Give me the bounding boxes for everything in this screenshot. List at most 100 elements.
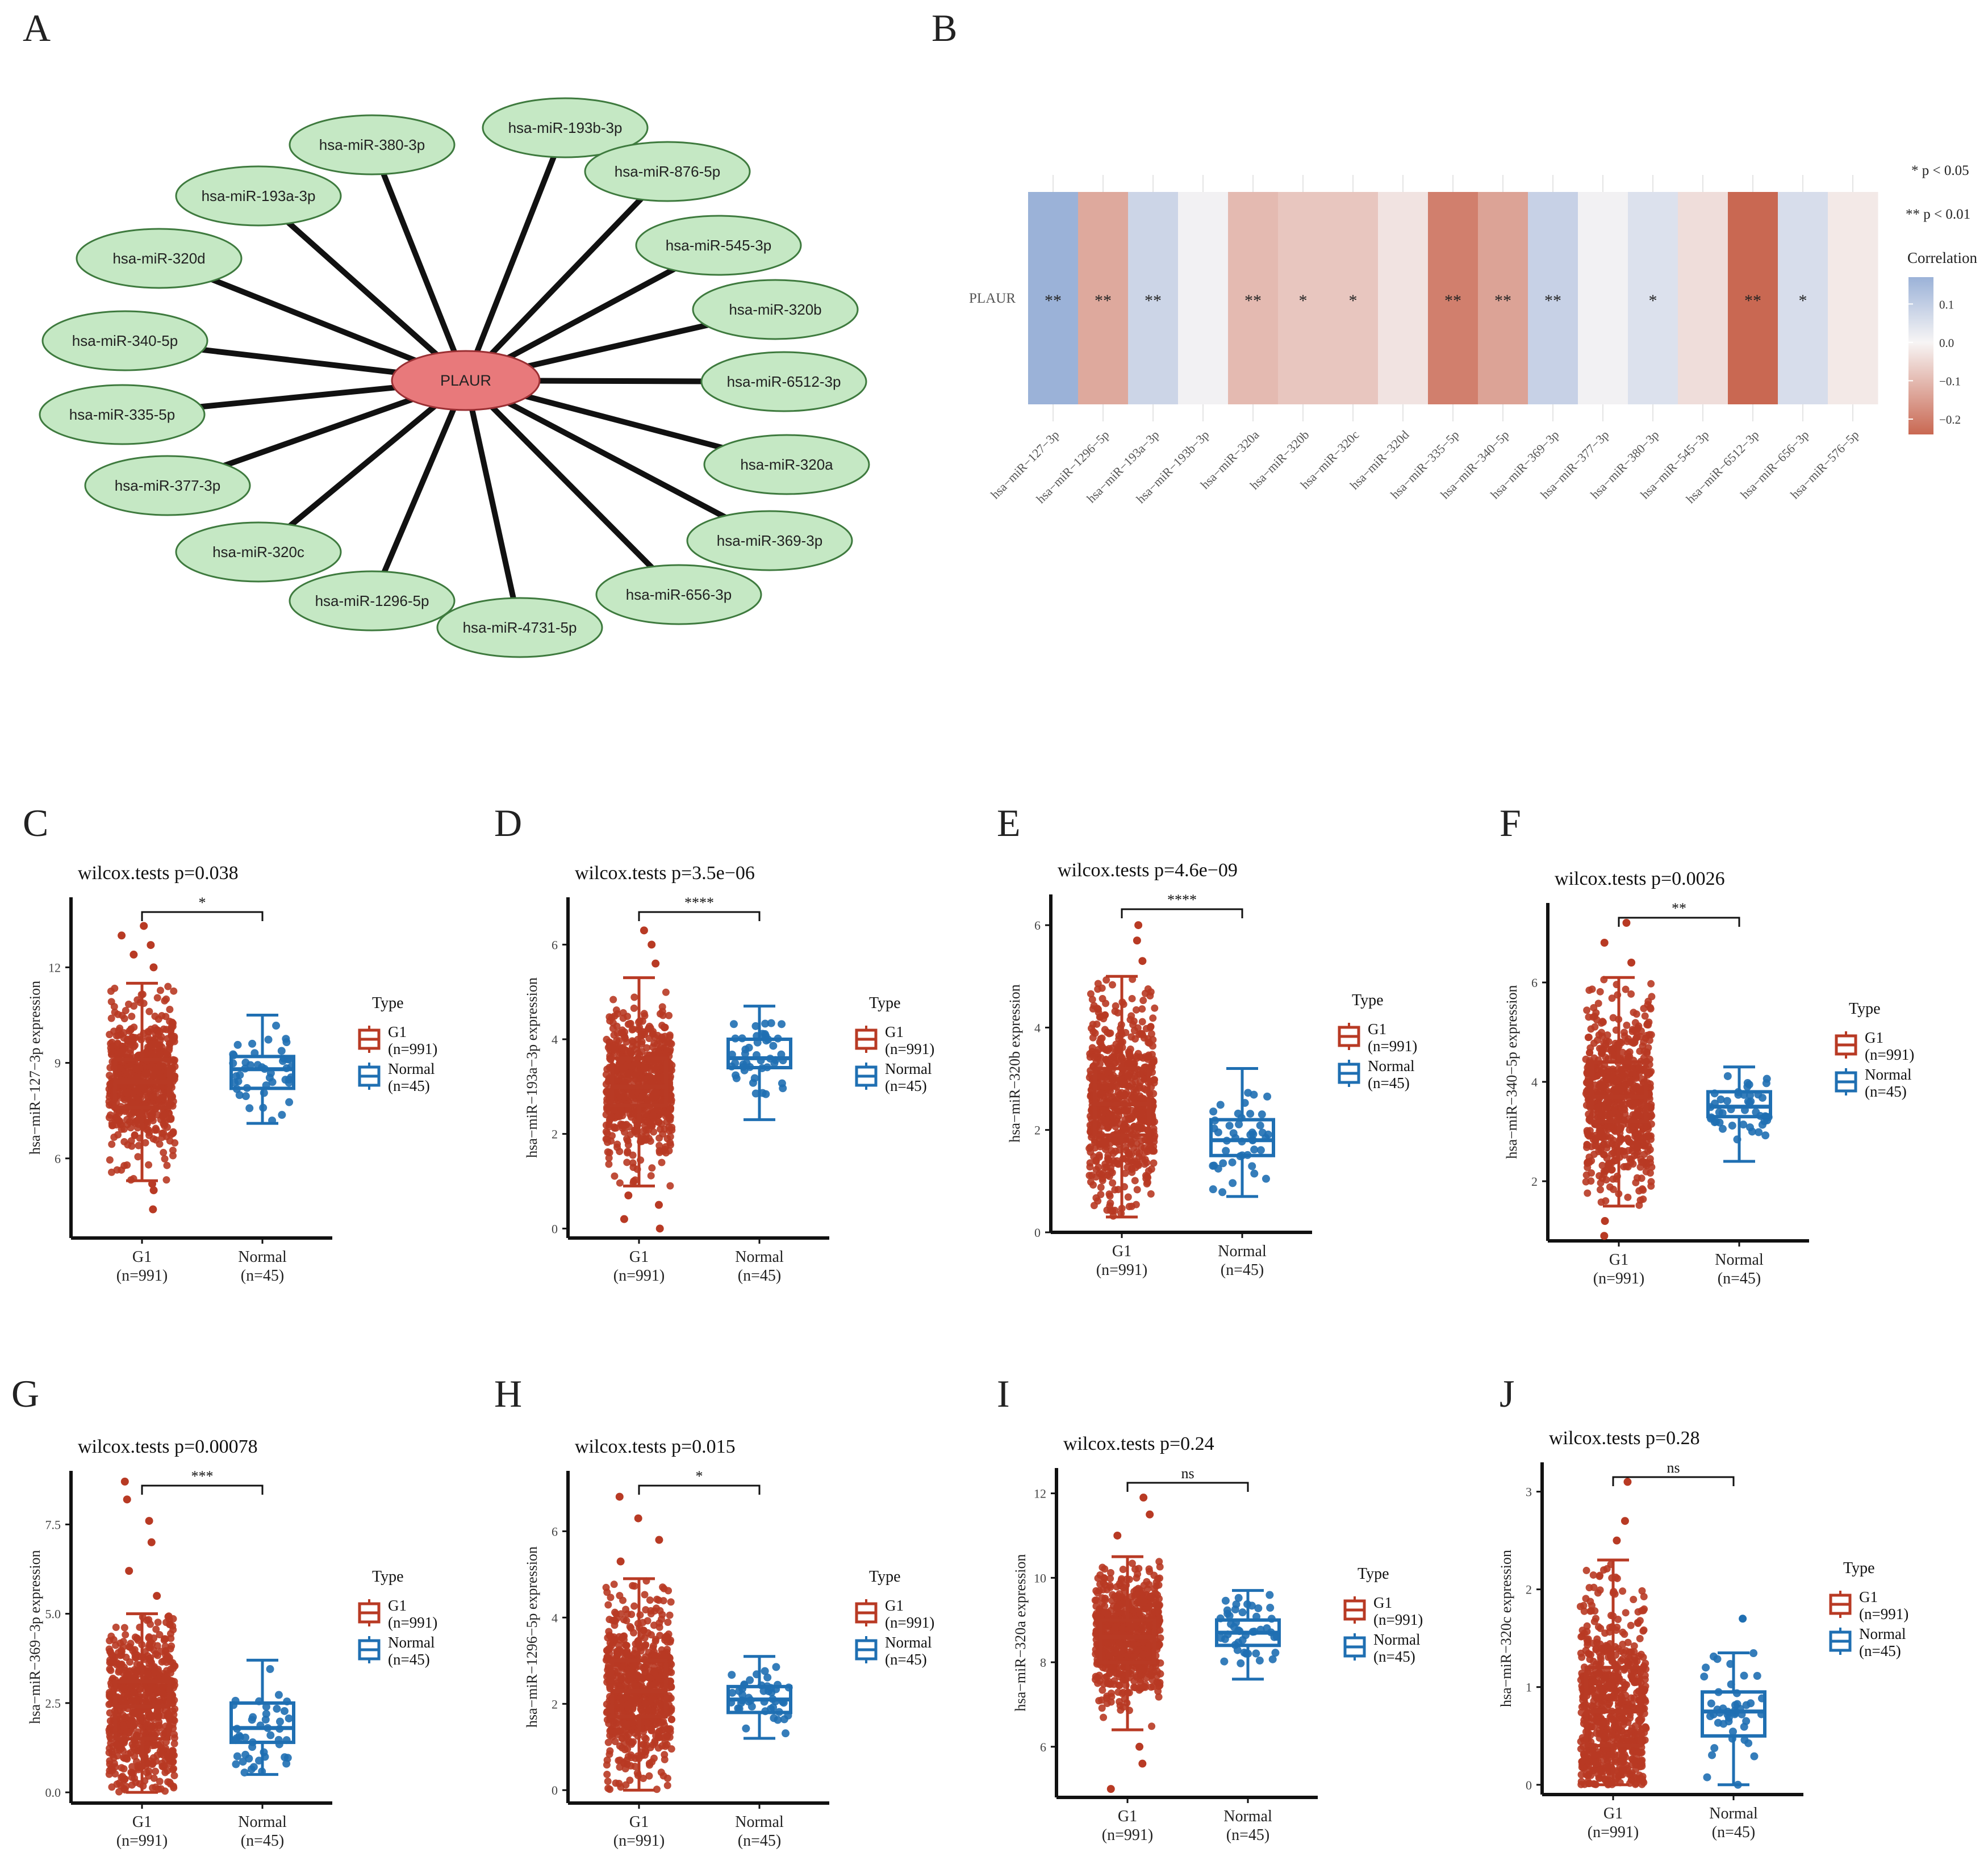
data-point: [1150, 1159, 1158, 1167]
heatmap-legend-note: ** p < 0.01: [1906, 207, 1970, 222]
data-point: [641, 1751, 649, 1759]
y-tick-label: 2: [552, 1697, 558, 1711]
network-edge: [464, 378, 771, 543]
data-point: [151, 1024, 159, 1032]
outlier-point: [651, 959, 660, 968]
data-point: [662, 1149, 670, 1157]
x-tick-label: Normal(n=45): [1715, 1251, 1764, 1287]
legend-n: (n=991): [388, 1040, 437, 1057]
boxplot-title: wilcox.tests p=0.038: [78, 863, 239, 884]
data-point: [663, 1781, 671, 1789]
data-point: [658, 1159, 666, 1166]
data-point: [1142, 1174, 1150, 1182]
data-point: [105, 1114, 113, 1122]
network-node: hsa-miR-320a: [703, 434, 870, 495]
data-point: [278, 1111, 286, 1119]
heatmap-significance: *: [1799, 291, 1807, 310]
data-point: [612, 1006, 620, 1014]
data-point: [650, 1607, 658, 1615]
data-point: [1092, 1157, 1100, 1165]
data-point: [603, 1065, 611, 1073]
data-point: [645, 1073, 653, 1081]
data-point: [153, 994, 161, 1002]
heatmap-cell: [1078, 192, 1129, 404]
network-node-shape: [175, 165, 342, 227]
data-point: [170, 1056, 178, 1064]
data-point: [150, 1646, 158, 1654]
data-point: [1145, 1167, 1152, 1175]
data-point: [126, 1658, 134, 1666]
data-point: [1106, 1206, 1114, 1214]
data-point: [1095, 1151, 1103, 1159]
network-edge: [463, 379, 523, 629]
legend-n: (n=991): [885, 1040, 934, 1057]
data-point: [160, 1763, 168, 1771]
outlier-point: [140, 922, 148, 930]
data-point: [631, 1098, 639, 1106]
data-point: [1647, 1005, 1655, 1013]
legend-title: Type: [869, 994, 901, 1012]
data-point: [1264, 1130, 1272, 1139]
data-point: [1209, 1161, 1217, 1170]
y-tick-label: 6: [552, 938, 558, 952]
heatmap-cell: [1378, 192, 1429, 404]
data-point: [120, 1125, 128, 1133]
y-tick-label: 4: [552, 1611, 558, 1625]
data-point: [1088, 996, 1096, 1003]
data-point: [617, 1058, 625, 1066]
network-node-label: hsa-miR-876-5p: [615, 163, 720, 180]
data-point: [1258, 1110, 1266, 1119]
data-point: [1583, 1069, 1591, 1077]
data-point: [1135, 1153, 1143, 1161]
outlier-point: [634, 1514, 642, 1523]
data-point: [170, 1730, 178, 1738]
data-point: [1602, 1041, 1610, 1049]
data-point: [1597, 1110, 1605, 1118]
data-point: [127, 1749, 135, 1757]
data-point: [1127, 1033, 1135, 1041]
data-point: [128, 1769, 136, 1777]
data-point: [120, 1015, 128, 1023]
data-point: [1596, 988, 1604, 996]
data-point: [1598, 1161, 1606, 1169]
data-point: [604, 1078, 612, 1086]
y-tick-label: 0: [1034, 1226, 1041, 1240]
data-point: [1648, 993, 1656, 1001]
data-point: [124, 1691, 132, 1699]
data-point: [152, 1040, 160, 1048]
data-point: [134, 1153, 142, 1161]
data-point: [106, 1064, 114, 1072]
data-point: [745, 1043, 753, 1052]
data-point: [645, 1772, 653, 1780]
data-point: [1099, 995, 1106, 1003]
data-point: [1596, 1044, 1603, 1052]
data-point: [1758, 1120, 1766, 1129]
network-node-shape: [175, 521, 342, 583]
legend-label: Normal: [885, 1060, 932, 1077]
data-point: [170, 1678, 178, 1686]
data-point: [164, 982, 172, 990]
data-point: [1611, 1127, 1619, 1135]
data-point: [667, 1716, 675, 1724]
data-point: [134, 1074, 142, 1082]
data-point: [622, 1605, 630, 1613]
panel-label-g: G: [11, 1372, 39, 1415]
network-edge: [256, 378, 468, 554]
data-point: [647, 1172, 655, 1180]
data-point: [770, 1714, 778, 1722]
data-point: [623, 1135, 631, 1143]
network-node: hsa-miR-320d: [76, 228, 243, 289]
data-point: [1609, 1014, 1617, 1022]
y-tick-label: 6: [55, 1152, 61, 1166]
data-point: [162, 1013, 170, 1021]
data-point: [127, 1073, 135, 1081]
data-point: [108, 1783, 116, 1791]
data-point: [1627, 990, 1635, 998]
outlier-point: [1601, 1217, 1609, 1225]
box: [1590, 1060, 1648, 1123]
data-point: [1761, 1131, 1770, 1140]
data-point: [1262, 1174, 1270, 1183]
data-point: [1596, 1186, 1604, 1194]
